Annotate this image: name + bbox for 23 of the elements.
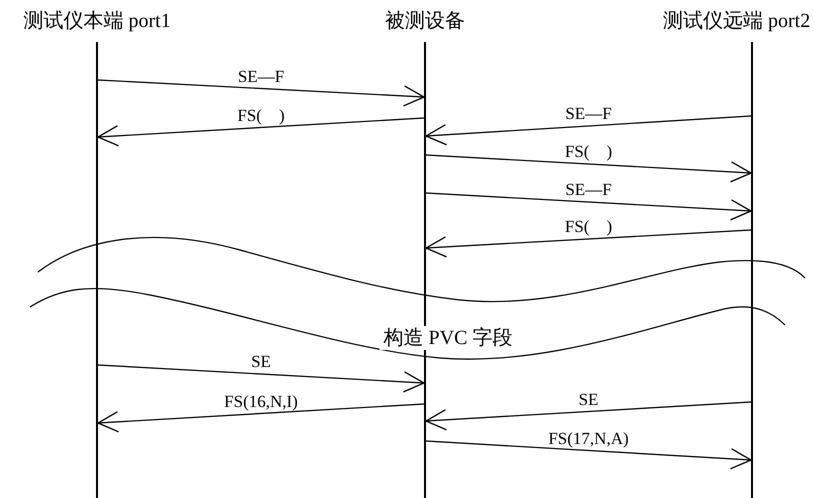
message-arrow — [426, 192, 752, 221]
message-arrow — [426, 440, 752, 470]
message-label: SE — [251, 353, 271, 371]
message-arrow — [425, 229, 752, 258]
message-arrow — [425, 115, 752, 146]
message-arrow — [426, 154, 752, 183]
message-label: FS( ) — [237, 106, 285, 124]
message-label: FS( ) — [564, 218, 612, 236]
message-arrow — [97, 403, 424, 432]
message-label: FS( ) — [564, 143, 612, 161]
message-label: FS(17,N,A) — [548, 430, 629, 448]
message-label: SE—F — [238, 68, 284, 86]
message-label: SE — [578, 390, 598, 408]
message-arrow — [98, 79, 425, 107]
participant-label: 测试仪本端 port1 — [24, 10, 171, 32]
message-label: FS(16,N,I) — [224, 392, 298, 410]
message-arrow — [425, 401, 752, 430]
message-label: SE—F — [565, 105, 612, 123]
message-arrow — [97, 117, 424, 146]
participant-label: 测试仪远端 port2 — [663, 10, 810, 32]
message-label: SE—F — [565, 181, 612, 199]
message-arrow — [98, 364, 425, 393]
participant-label: 被测设备 — [385, 10, 465, 32]
